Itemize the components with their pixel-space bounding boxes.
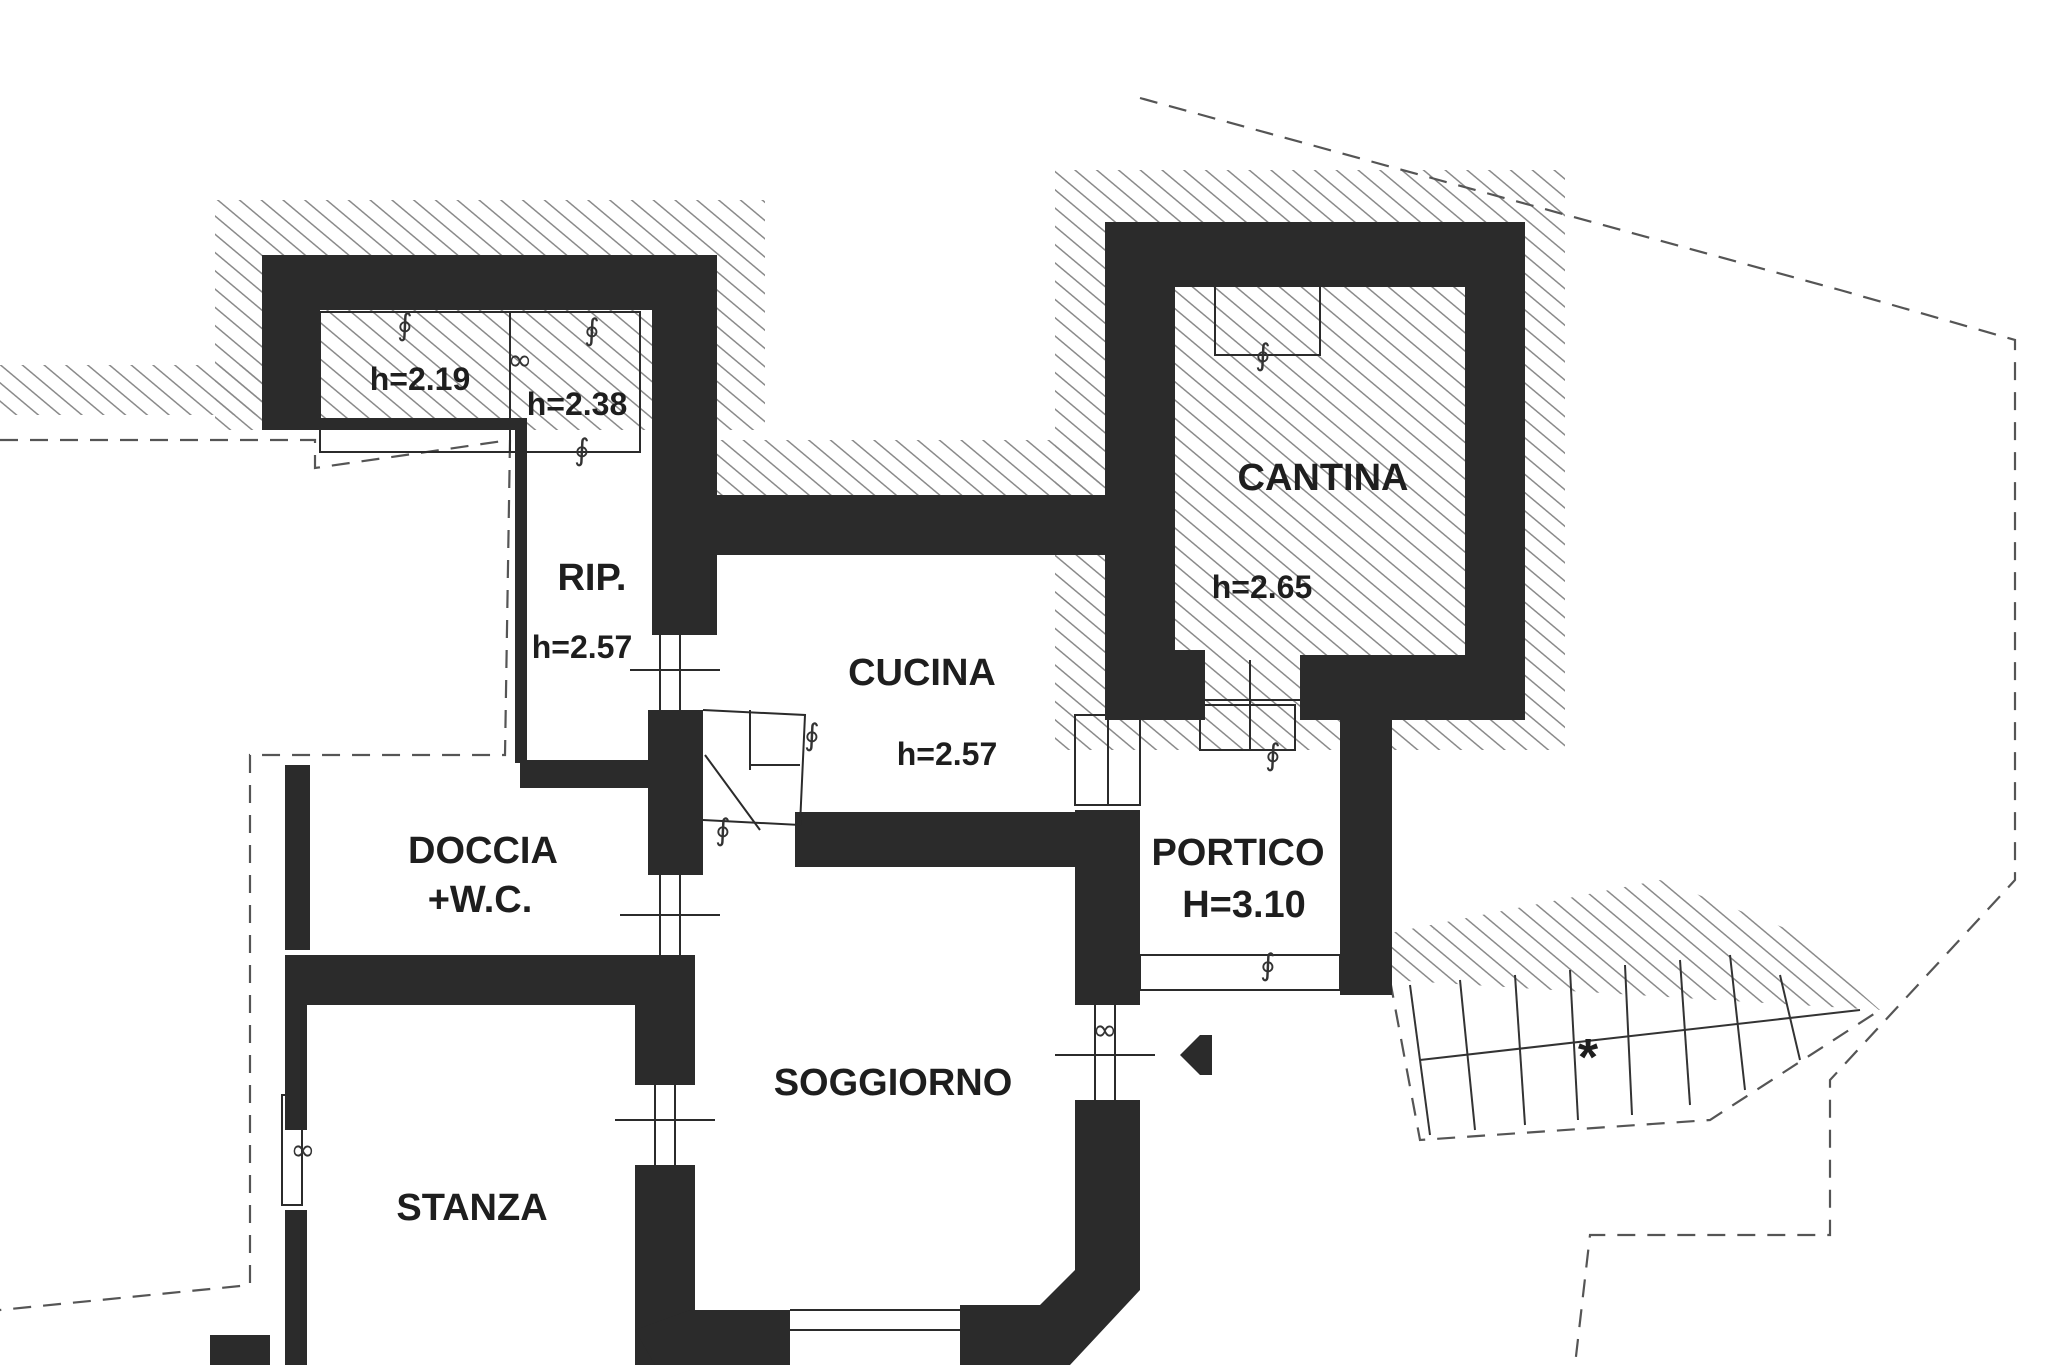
svg-text:∞: ∞ xyxy=(291,1133,316,1168)
svg-text:∮: ∮ xyxy=(584,313,600,348)
svg-text:∮: ∮ xyxy=(397,308,413,343)
room-portico-height: H=3.10 xyxy=(1182,884,1306,926)
room-cantina-label: CANTINA xyxy=(1238,457,1409,499)
storage-right-height: h=2.38 xyxy=(527,386,628,422)
room-soggiorno-label: SOGGIORNO xyxy=(774,1062,1013,1104)
room-portico-label: PORTICO xyxy=(1151,832,1324,874)
stair-marker: * xyxy=(1578,1029,1599,1087)
exterior-stairs xyxy=(1409,954,1861,1136)
room-doccia-wc-label: +W.C. xyxy=(428,879,533,921)
svg-text:∮: ∮ xyxy=(715,813,731,848)
fixtures-and-doors xyxy=(281,284,1341,1331)
svg-text:∮: ∮ xyxy=(1255,338,1271,373)
svg-text:∮: ∮ xyxy=(574,433,590,468)
svg-text:∮: ∮ xyxy=(1260,948,1276,983)
electrical-symbols: ∮ ∮ ∞ ∮ ∮ ∮ ∮ ∮ ∮ ∞ ∞ xyxy=(291,308,1281,1168)
walls xyxy=(210,222,1525,1365)
entrance-arrow-icon xyxy=(1180,1035,1212,1075)
room-cucina-label: CUCINA xyxy=(848,652,996,694)
property-boundaries xyxy=(0,96,2017,1365)
svg-text:∞: ∞ xyxy=(508,343,533,378)
room-doccia-label: DOCCIA xyxy=(408,830,558,872)
storage-left-height: h=2.19 xyxy=(370,361,471,397)
svg-text:∮: ∮ xyxy=(1265,738,1281,773)
room-cantina-height: h=2.65 xyxy=(1212,569,1313,605)
room-rip-label: RIP. xyxy=(557,557,626,599)
room-rip-height: h=2.57 xyxy=(532,629,633,665)
room-cucina-height: h=2.57 xyxy=(897,736,998,772)
room-stanza-label: STANZA xyxy=(396,1187,547,1229)
svg-text:∮: ∮ xyxy=(804,718,820,753)
svg-text:∞: ∞ xyxy=(1093,1013,1118,1048)
